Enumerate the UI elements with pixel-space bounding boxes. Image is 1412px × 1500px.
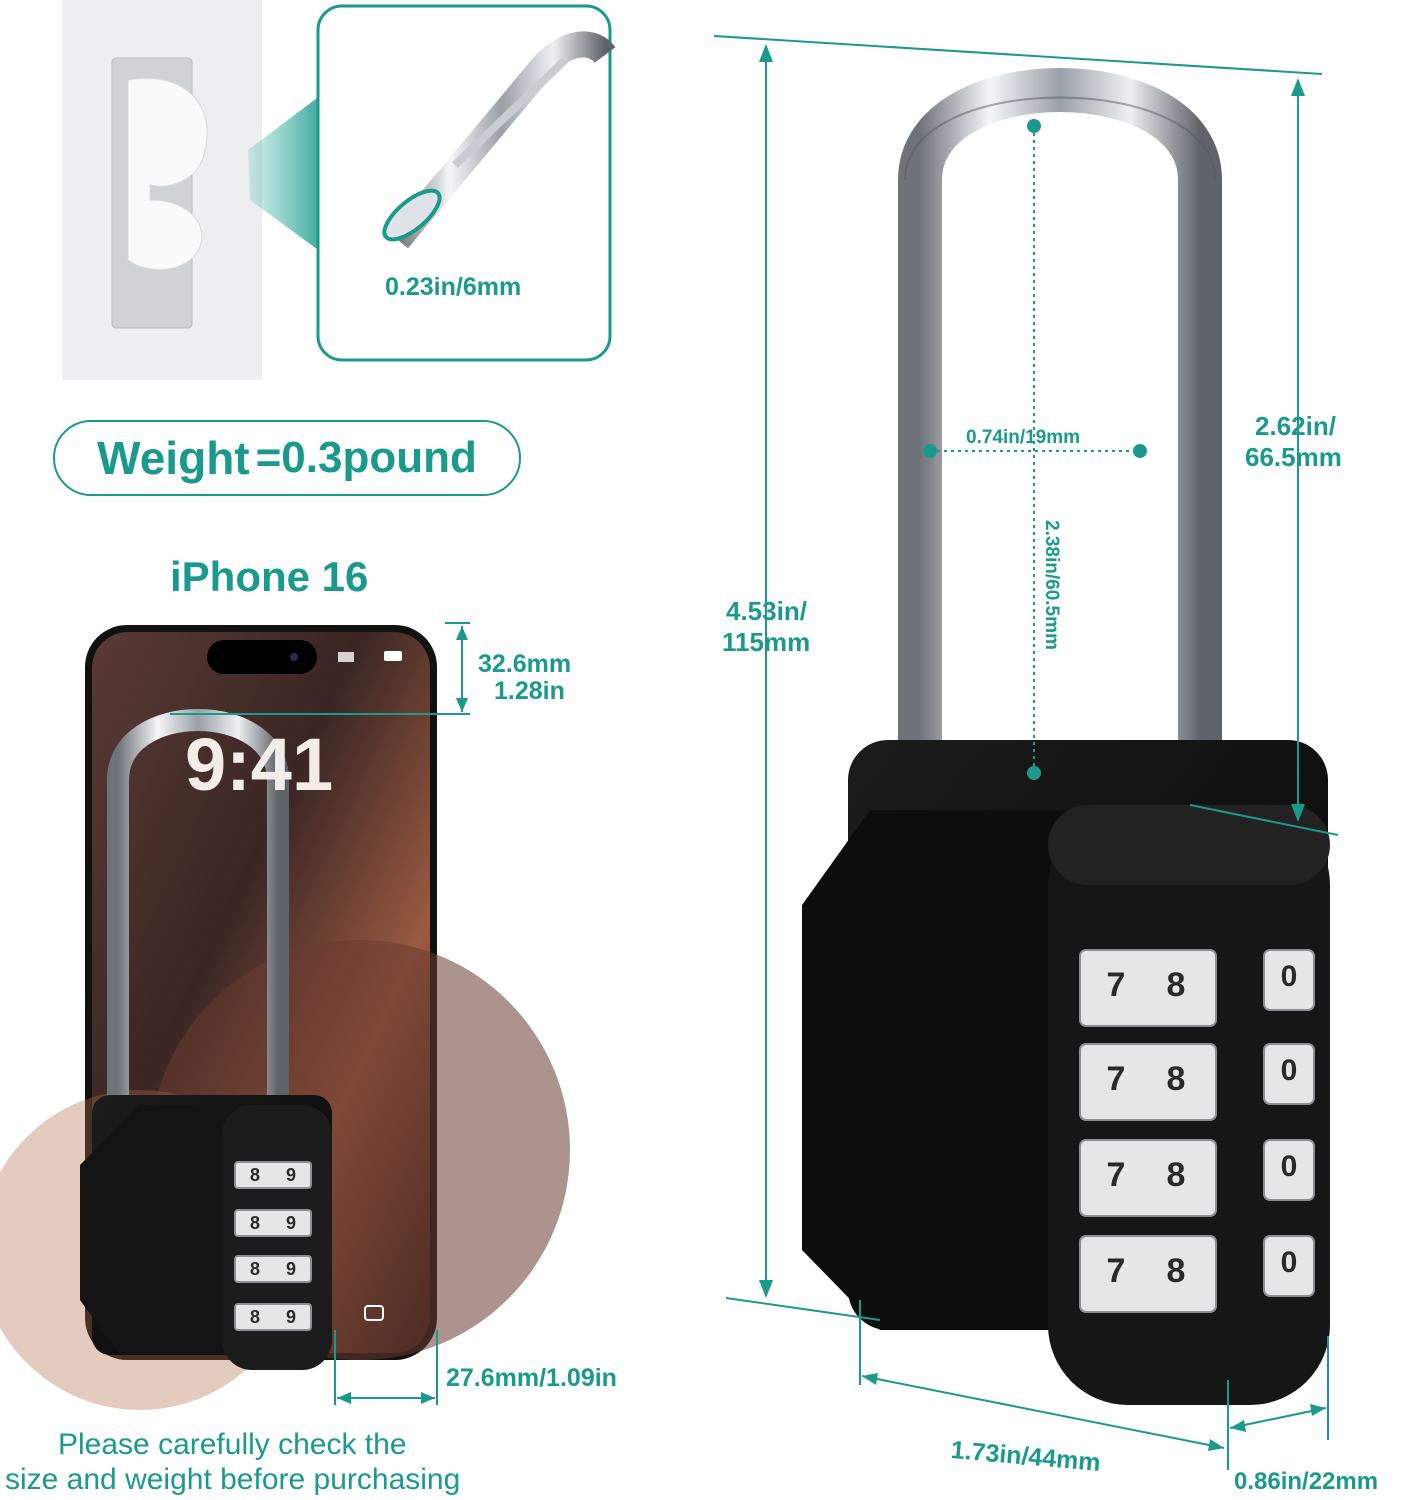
small-dial-1-left: 8 <box>249 1165 260 1185</box>
weight-badge: Weight =0.3pound <box>53 420 521 496</box>
phone-clock: 9:41 <box>185 723 334 806</box>
dial-1-right-digit: 8 <box>1166 966 1186 1004</box>
dial-4-left-digit: 7 <box>1106 1252 1126 1290</box>
phone-top-gap-in: 1.28in <box>494 677 565 705</box>
small-dial-3-right: 9 <box>285 1259 296 1279</box>
notice-line-2: size and weight before purchasing <box>5 1463 461 1496</box>
weight-value: =0.3pound <box>255 433 477 482</box>
dial-4-side-digit: 0 <box>1280 1246 1298 1279</box>
dial-1-side-digit: 0 <box>1280 960 1298 993</box>
total-height-in: 4.53in/ <box>726 596 807 626</box>
padlock-dimension-guides <box>713 35 1339 1470</box>
body-depth-label: 0.86in/22mm <box>1234 1468 1379 1495</box>
small-dial-4-right: 9 <box>285 1307 296 1327</box>
large-padlock <box>802 68 1330 1405</box>
shackle-height-in: 2.62in/ <box>1255 411 1336 441</box>
shackle-detail-card <box>316 4 616 362</box>
inner-width-label: 0.74in/19mm <box>966 427 1081 448</box>
dial-2-right-digit: 8 <box>1166 1060 1186 1098</box>
dial-windows <box>234 949 1315 1331</box>
shackle-height-mm: 66.5mm <box>1245 442 1342 472</box>
dial-3-right-digit: 8 <box>1166 1156 1186 1194</box>
shackle-diameter-label: 0.23in/6mm <box>385 273 522 301</box>
notice-line-1: Please carefully check the <box>58 1428 407 1461</box>
dial-2-left-digit: 7 <box>1106 1060 1126 1098</box>
dial-2-side-digit: 0 <box>1280 1054 1298 1087</box>
phone-top-gap-mm: 32.6mm <box>478 650 572 678</box>
door-latch-photo <box>62 0 325 380</box>
phone-width-label: 27.6mm/1.09in <box>446 1364 617 1392</box>
inner-height-label: 2.38in/60.5mm <box>1041 520 1062 650</box>
dial-3-side-digit: 0 <box>1280 1150 1298 1183</box>
weight-label: Weight <box>97 432 250 484</box>
small-dial-1-right: 9 <box>285 1165 296 1185</box>
total-height-mm: 115mm <box>722 627 811 657</box>
small-dial-2-right: 9 <box>285 1213 296 1233</box>
small-dial-2-left: 8 <box>249 1213 260 1233</box>
small-dial-4-left: 8 <box>249 1307 260 1327</box>
phone-model-title: iPhone 16 <box>170 553 369 600</box>
small-dial-3-left: 8 <box>249 1259 260 1279</box>
dial-1-left-digit: 7 <box>1106 966 1126 1004</box>
dial-4-right-digit: 8 <box>1166 1252 1186 1290</box>
dial-3-left-digit: 7 <box>1106 1156 1126 1194</box>
phone-dimension-guides <box>170 622 470 1405</box>
small-padlock <box>80 709 332 1370</box>
